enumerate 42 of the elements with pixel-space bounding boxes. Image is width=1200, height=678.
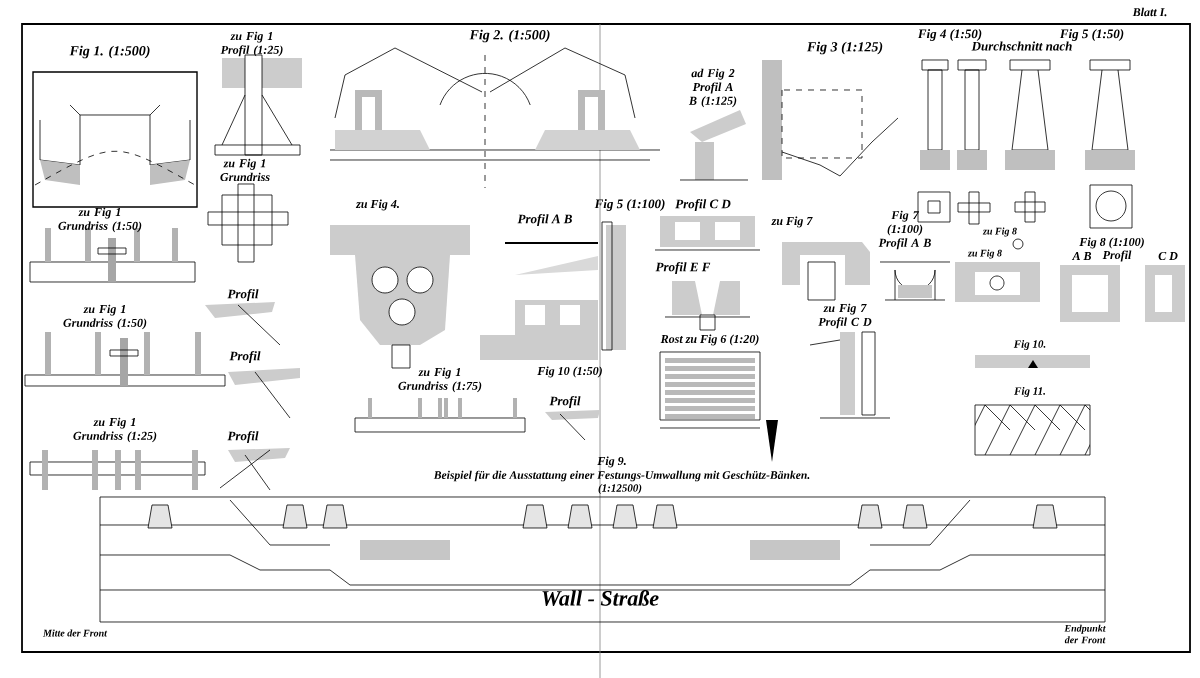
figure-label: Fig 10. xyxy=(1013,340,1046,350)
figure-label: Fig 7 (1:100) Profil A B xyxy=(878,210,931,250)
figure-label: Profil E F xyxy=(655,262,711,274)
figure-label: zu Fig 8 xyxy=(982,227,1017,237)
figure-label: Profil xyxy=(549,396,581,408)
figure-label: Mitte der Front xyxy=(42,629,108,637)
figure-label: zu Fig 1 Grundriss (1:75) xyxy=(398,367,482,393)
figure-label: Fig 10 (1:50) xyxy=(537,366,602,378)
figure-label: Fig 5 (1:50) xyxy=(1059,29,1124,41)
figure-label: zu Fig 1 Grundriss (1:25) xyxy=(73,417,157,443)
figure-label: Profil xyxy=(227,289,259,301)
figure-label: A B xyxy=(1071,252,1092,260)
figure-label: Fig 11. xyxy=(1014,387,1045,397)
figure-label: Beispiel für die Ausstattung einer Festungs-Umwallung mit Geschütz-Bänken. xyxy=(433,470,810,482)
figure-label: Wall - Straße xyxy=(542,590,659,606)
figure-label: Durchschnitt nach xyxy=(971,41,1072,51)
figure-label: Fig 1. (1:500) xyxy=(69,45,150,59)
figure-label: zu Fig 7 xyxy=(771,216,813,228)
figure-label: zu Fig 7 Profil C D xyxy=(818,303,872,329)
figure-label: Fig 3 (1:125) xyxy=(806,41,883,55)
figure-label: Profil xyxy=(229,351,261,363)
figure-label: zu Fig 8 xyxy=(967,249,1002,259)
figure-label: (1:12500) xyxy=(598,484,642,494)
figure-label: Blatt I. xyxy=(1132,7,1167,17)
figure-label: Fig 2. (1:500) xyxy=(469,29,550,43)
figure-label: Fig 4 (1:50) xyxy=(917,29,982,41)
figure-label: Profil C D xyxy=(675,199,731,211)
figure-label: zu Fig 1 Grundriss xyxy=(220,158,270,182)
figure-label: zu Fig 4. xyxy=(355,199,399,211)
figure-label: Fig 5 (1:100) xyxy=(594,199,665,211)
figure-label: zu Fig 1 Grundriss (1:50) xyxy=(58,207,142,233)
figure-label: Profil xyxy=(227,431,259,443)
figure-label: zu Fig 1 Grundriss (1:50) xyxy=(63,304,147,330)
figure-label: ad Fig 2 Profil A B (1:125) xyxy=(688,68,737,108)
figure-label: Fig 9. xyxy=(597,456,626,468)
figure-label: Rost zu Fig 6 (1:20) xyxy=(660,334,759,346)
figure-label: Profil xyxy=(1102,250,1132,262)
figure-label: zu Fig 1 Profil (1:25) xyxy=(220,31,283,57)
figure-label: Profil A B xyxy=(517,214,572,226)
figure-label: Fig 8 (1:100) xyxy=(1079,237,1144,249)
figure-label: Endpunkt der Front xyxy=(1064,624,1106,644)
figure-label: C D xyxy=(1158,251,1178,261)
